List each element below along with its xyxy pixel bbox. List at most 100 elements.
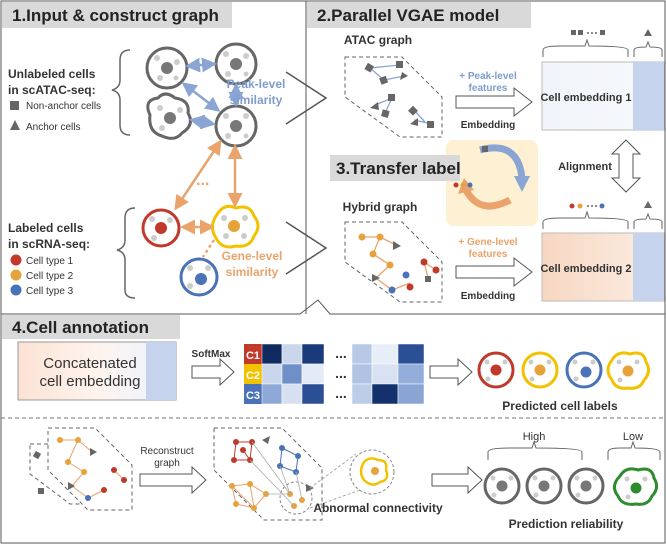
labeled-brace <box>116 207 136 299</box>
panel4-title: 4.Cell annotation <box>12 318 149 337</box>
atac-graph-label: ATAC graph <box>344 33 412 47</box>
matrix-dots-2: ... <box>335 365 347 381</box>
panel1-content: Unlabeled cells in scATAC-seq: Non-ancho… <box>8 42 286 299</box>
matrix-cell <box>397 343 425 365</box>
peak-feat-label-2: features <box>469 83 508 94</box>
abnormal-cell <box>359 457 389 486</box>
gene-feat-label-2: features <box>469 249 508 260</box>
unlabeled-label-2: in scATAC-seq: <box>8 83 96 97</box>
embedding-label-2: Embedding <box>461 291 515 302</box>
atac-cell-3 <box>146 92 192 140</box>
type1-label: Cell type 1 <box>26 256 74 267</box>
matrix-cell <box>351 343 373 365</box>
gene-sim-label-2: similarity <box>226 265 279 279</box>
transfer-label-box: 3.Transfer label <box>330 140 538 226</box>
hybrid-graph-small <box>47 427 133 511</box>
matrix-cell <box>261 383 283 405</box>
hybrid-graph-label: Hybrid graph <box>343 200 418 214</box>
matrix-cell <box>281 343 303 365</box>
softmax-matrix: C1 C2 C3 ... ... ... <box>244 343 425 405</box>
panel1-title: 1.Input & construct graph <box>12 6 219 25</box>
panel3-title: 3.Transfer label <box>336 159 461 178</box>
predict-arrow <box>429 357 473 387</box>
matrix-cell <box>281 363 303 385</box>
matrix-cell <box>371 343 399 365</box>
matrix-cell <box>261 343 283 365</box>
atac-graph-frame <box>344 56 443 138</box>
pred-cell-yellow <box>521 351 559 389</box>
reliability-cell-low <box>613 467 659 506</box>
alignment-arrow-icon <box>610 139 642 193</box>
alignment-label: Alignment <box>558 161 612 173</box>
reliability-cell-2 <box>525 467 563 505</box>
matrix-cell <box>371 363 399 385</box>
row-label-c2: C2 <box>246 370 260 382</box>
matrix-cell <box>351 363 373 385</box>
panel2-header: 2.Parallel VGAE model <box>307 2 531 28</box>
matrix-cell <box>301 343 325 365</box>
softmax-label: SoftMax <box>192 349 231 360</box>
rna-cell-yellow <box>211 204 260 249</box>
emb1-brace-right <box>633 40 663 57</box>
matrix-dots-3: ... <box>335 385 347 401</box>
pred-cell-red <box>477 351 515 389</box>
matrix-cell <box>397 383 425 405</box>
embedding-arrow-1 <box>455 86 533 118</box>
anchor-label: Anchor cells <box>26 122 80 133</box>
atac-cell-2 <box>214 42 258 86</box>
type3-label: Cell type 3 <box>26 286 74 297</box>
reliability-caption: Prediction reliability <box>509 517 624 531</box>
type1-dot <box>10 254 22 266</box>
unlabeled-brace <box>111 49 131 136</box>
non-anchor-label: Non-anchor cells <box>26 101 101 112</box>
matrix-cell <box>397 363 425 385</box>
matrix-cell <box>371 383 399 405</box>
concat-label-2: cell embedding <box>40 373 141 390</box>
reliability-cell-3 <box>567 467 605 505</box>
reconstruct-label-2: graph <box>154 458 180 469</box>
hybrid-graph-frame <box>344 221 443 303</box>
pred-cell-yellow-irregular <box>606 351 651 390</box>
matrix-cell <box>281 383 303 405</box>
row-label-c3: C3 <box>246 390 260 402</box>
cell-embedding-2: Cell embedding 2 <box>540 232 665 302</box>
panel1-header: 1.Input & construct graph <box>2 2 232 28</box>
embedding-arrow-2 <box>455 256 533 288</box>
pred-cell-blue <box>565 351 603 389</box>
panel2-title: 2.Parallel VGAE model <box>317 6 499 25</box>
peak-feat-label-1: + Peak-level <box>459 71 517 82</box>
atac-cell-1 <box>145 46 189 90</box>
chevron-top-icon <box>285 71 328 125</box>
type2-dot <box>10 269 22 281</box>
labeled-label-1: Labeled cells <box>8 221 84 235</box>
labeled-label-2: in scRNA-seq: <box>8 237 90 251</box>
high-brace <box>487 440 583 460</box>
rna-cell-red <box>141 208 181 248</box>
reconstruct-label-1: Reconstruct <box>140 446 194 457</box>
svg-text:Cell embedding 1: Cell embedding 1 <box>540 92 631 104</box>
atac-graph-nodes <box>364 61 434 128</box>
reliability-arrow <box>431 465 483 495</box>
low-label: Low <box>623 431 643 443</box>
atac-cell-4 <box>214 104 258 148</box>
emb1-anchor-icon <box>644 29 652 36</box>
row-label-c1: C1 <box>246 350 260 362</box>
panel4-content: Concatenated cell embedding SoftMax C1 C… <box>17 341 661 531</box>
peak-sim-label-1: Peak-level <box>227 77 286 91</box>
type3-dot <box>10 284 22 296</box>
softmax-arrow <box>191 357 235 387</box>
matrix-dots-1: ... <box>335 345 347 361</box>
anchor-triangle-icon <box>10 120 20 130</box>
panel4-header: 4.Cell annotation <box>2 315 180 339</box>
matrix-cell <box>301 383 325 405</box>
concat-label-1: Concatenated <box>43 355 136 372</box>
abnormal-zoom-circle <box>349 449 395 495</box>
predicted-labels-caption: Predicted cell labels <box>502 399 618 413</box>
embedding-label-1: Embedding <box>461 120 515 131</box>
chevron-bottom-icon <box>285 221 328 275</box>
gene-sim-label-1: Gene-level <box>222 249 283 263</box>
cell-embedding-1: Cell embedding 1 <box>540 61 665 131</box>
hybrid-graph-small-nodes <box>32 437 127 501</box>
hybrid-graph-nodes <box>358 233 440 294</box>
